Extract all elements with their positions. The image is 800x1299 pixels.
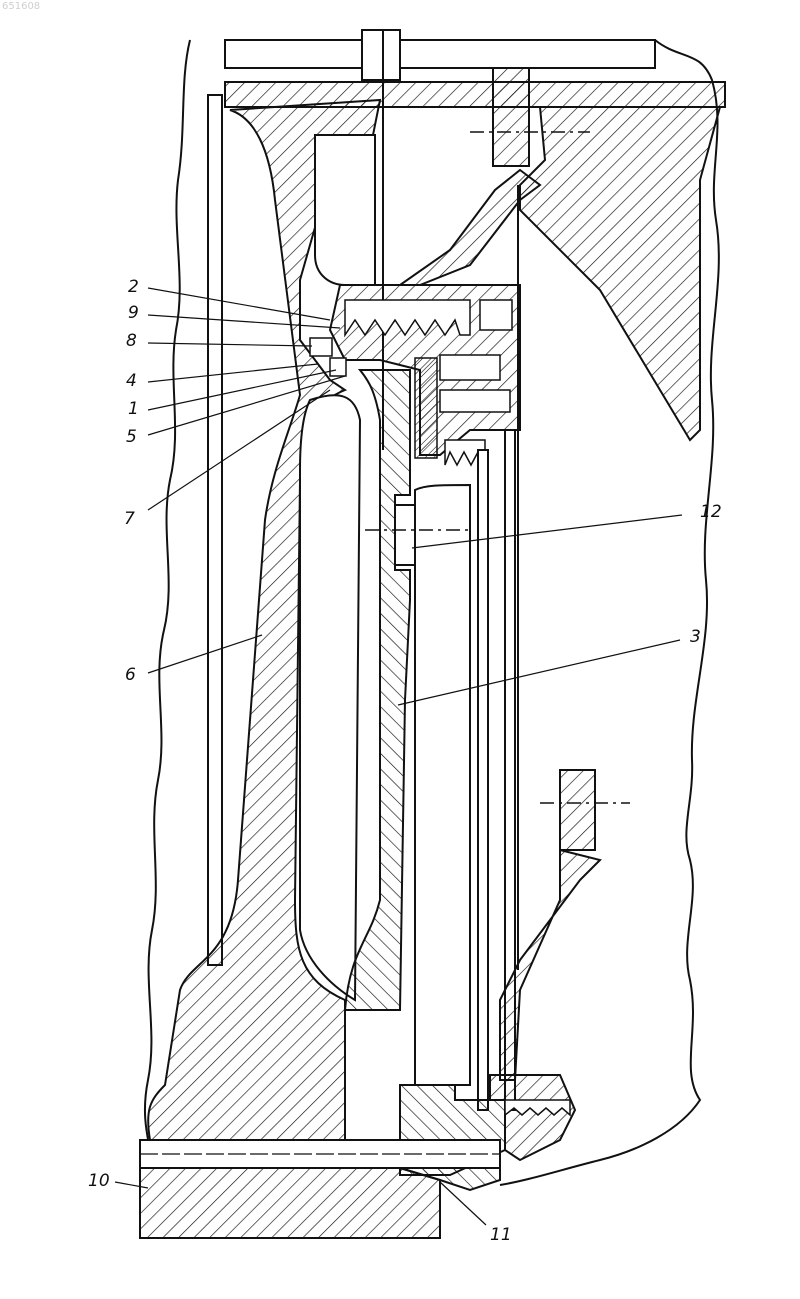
label-7: 7 [124,509,135,529]
gear-cavity-2 [440,355,500,380]
right-plate-1 [478,450,488,1110]
small-part-1 [330,358,346,376]
top-bolt [493,68,529,166]
bolt-12 [395,505,415,565]
top-shaft [362,30,400,80]
base-plate-10 [140,1168,440,1238]
gear-cavity-1 [480,300,512,330]
label-5: 5 [126,427,137,447]
label-9: 9 [128,303,139,323]
gear-cavity-3 [440,390,510,412]
label-11: 11 [490,1225,512,1245]
label-4: 4 [126,371,137,391]
watermark: 651608 [2,1,40,12]
label-12: 12 [700,502,722,522]
disc-6-cavity [300,395,360,1000]
top-plate [225,82,725,107]
top-flange [225,40,655,68]
label-6: 6 [125,665,136,685]
label-1: 1 [128,399,139,419]
inner-chamber [415,485,470,1085]
label-8: 8 [126,331,137,351]
label-10: 10 [88,1171,110,1191]
upper-cavity [315,135,375,285]
label-2: 2 [128,277,139,297]
small-part-8 [310,338,332,356]
right-lower-bolt [560,770,595,850]
right-strut [520,107,720,440]
label-3: 3 [690,627,701,647]
seal-ring [415,358,437,458]
outer-wall-left [208,95,222,965]
